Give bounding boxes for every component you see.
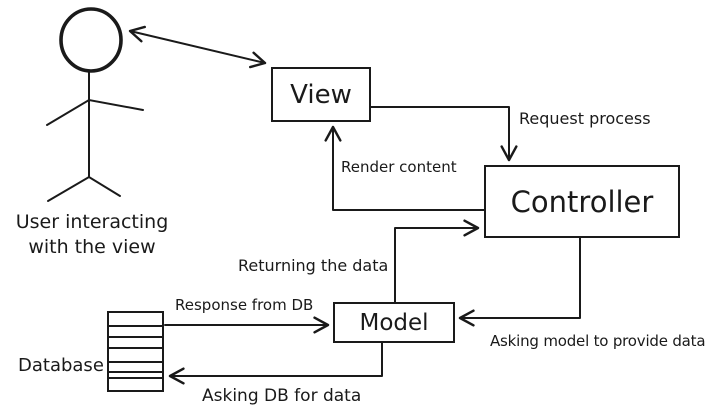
node-controller: Controller xyxy=(484,165,680,238)
arrow-controller-model xyxy=(458,237,581,327)
edge-label-asking-db-for-data: Asking DB for data xyxy=(202,386,362,406)
arrow-model-controller xyxy=(394,219,480,303)
arrow-controller-view xyxy=(324,125,485,211)
edge-label-render-content: Render content xyxy=(341,158,457,176)
node-view-label: View xyxy=(290,79,352,110)
edge-label-response-from-db: Response from DB xyxy=(175,296,314,314)
user-arms xyxy=(46,98,144,126)
user-legs xyxy=(47,175,121,202)
node-controller-label: Controller xyxy=(510,184,654,219)
arrow-view-controller xyxy=(370,106,518,162)
user-stick-figure-icon xyxy=(46,7,144,202)
user-caption-line1: User interacting xyxy=(15,211,169,233)
user-caption: User interacting with the view xyxy=(0,210,184,259)
node-view: View xyxy=(271,67,371,122)
user-caption-line2: with the view xyxy=(28,235,156,258)
arrow-user-view xyxy=(128,25,267,69)
node-model-label: Model xyxy=(359,309,429,336)
edge-label-request-process: Request process xyxy=(519,109,651,128)
node-model: Model xyxy=(333,302,455,343)
arrow-model-database xyxy=(168,342,383,385)
edge-label-returning-the-data: Returning the data xyxy=(238,256,389,275)
database-icon xyxy=(107,311,164,392)
user-head xyxy=(59,7,123,73)
edge-label-asking-model-to-provide-data: Asking model to provide data xyxy=(490,332,706,350)
database-label: Database xyxy=(18,355,104,376)
